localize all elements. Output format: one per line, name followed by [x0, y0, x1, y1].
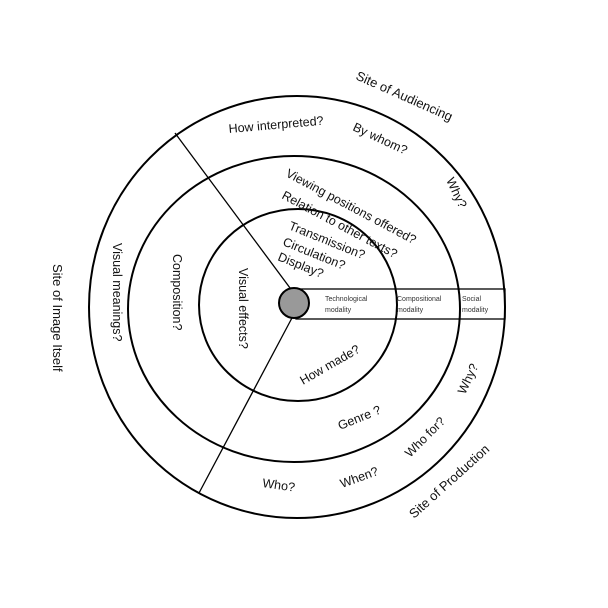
site-image-label: Site of Image Itself — [50, 264, 65, 372]
how-interpreted-label: How interpreted? — [228, 114, 324, 136]
divider-upper — [174, 132, 294, 293]
inner-ring — [198, 208, 398, 402]
comp-modality-label-2: modality — [397, 307, 424, 314]
modality-band — [295, 288, 506, 320]
by-whom-label: By whom? — [351, 120, 410, 157]
site-production-label: Site of Production — [406, 441, 492, 521]
center-dot — [278, 287, 310, 319]
genre-label: Genre ? — [336, 403, 383, 433]
site-audiencing-label: Site of Audiencing — [354, 68, 455, 124]
who-label: Who? — [262, 476, 296, 494]
tech-modality-label-1: Technological — [325, 296, 368, 303]
who-for-label: Who for? — [402, 414, 448, 460]
comp-modality-label-1: Compositional — [397, 296, 442, 303]
social-modality-label-2: modality — [462, 307, 489, 314]
middle-ring — [127, 155, 461, 463]
when-label: When? — [338, 464, 380, 491]
how-made-label: How made? — [298, 342, 363, 387]
composition-label: Composition? — [170, 254, 184, 330]
visual-effects-label: Visual effects? — [236, 268, 250, 349]
visual-meanings-label: Visual meanings? — [110, 243, 124, 341]
audience-why-label: Why? — [443, 175, 469, 210]
divider-lower — [198, 315, 294, 494]
production-why-label: Why? — [455, 361, 481, 396]
social-modality-label-1: Social — [462, 296, 482, 303]
tech-modality-label-2: modality — [325, 307, 352, 314]
